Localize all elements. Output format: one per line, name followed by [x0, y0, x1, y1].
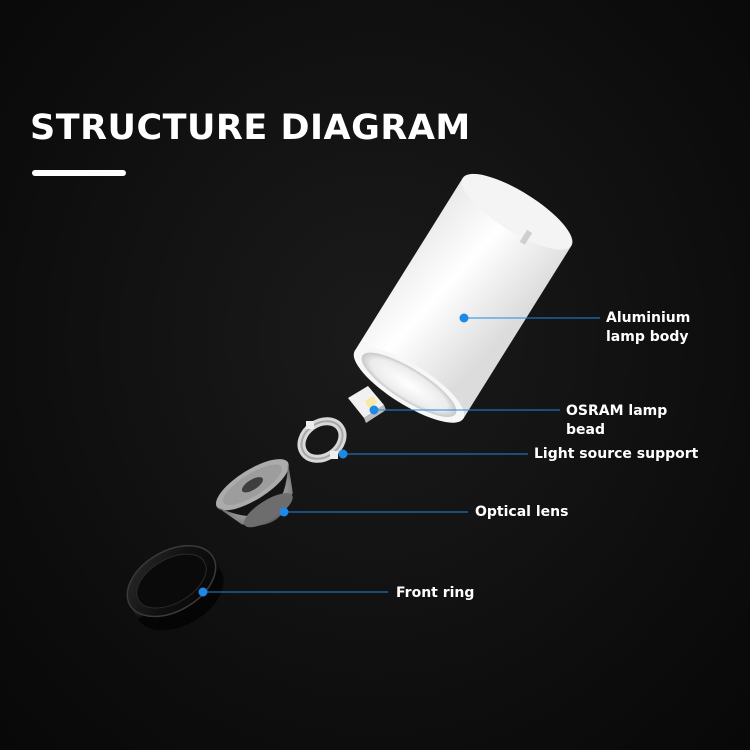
label-front-ring: Front ring — [396, 584, 474, 603]
label-line: bead — [566, 421, 696, 440]
leader-dot-lamp-body — [460, 314, 469, 323]
label-line: Aluminium — [606, 309, 726, 328]
leader-dot-lamp-bead — [370, 406, 379, 415]
leader-dot-optical-lens — [280, 508, 289, 517]
label-aluminium-lamp-body: Aluminium lamp body — [606, 309, 726, 347]
leader-dot-light-source-support — [339, 450, 348, 459]
optical-lens-shape — [209, 450, 310, 543]
leader-dot-front-ring — [199, 588, 208, 597]
front-ring-shape — [115, 531, 236, 645]
label-osram-lamp-bead: OSRAM lamp bead — [566, 402, 696, 440]
aluminium-lamp-body-shape — [344, 161, 582, 436]
label-line: OSRAM lamp — [566, 402, 696, 421]
label-line: lamp body — [606, 328, 726, 347]
label-light-source-support: Light source support — [534, 445, 698, 464]
osram-lamp-bead-shape — [348, 386, 386, 423]
light-source-support-shape — [294, 413, 350, 466]
label-optical-lens: Optical lens — [475, 503, 568, 522]
